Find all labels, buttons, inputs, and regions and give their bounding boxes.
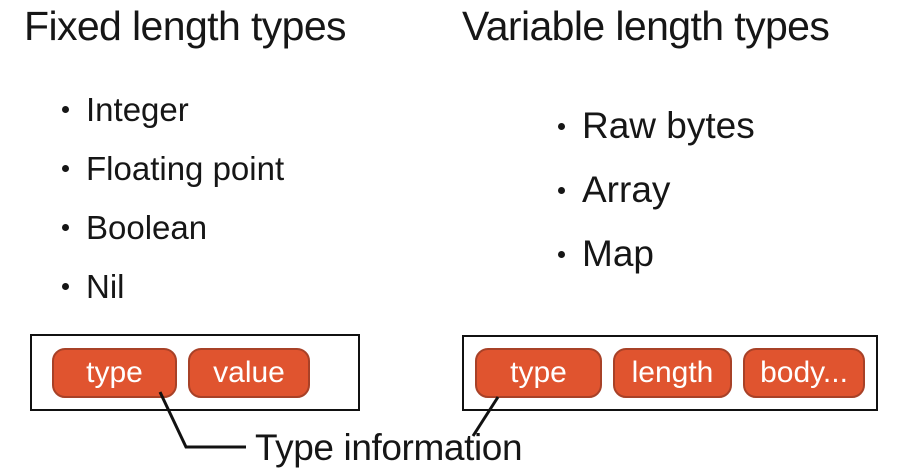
variable-length-heading: Variable length types [462,3,830,49]
bullet-dot [62,224,69,231]
list-item-label: Integer [86,90,189,128]
list-item-label: Array [582,169,671,210]
field-value: value [188,347,310,398]
list-item: Boolean [62,198,284,257]
list-item-label: Raw bytes [582,105,755,146]
fixed-length-list: Integer Floating point Boolean Nil [62,80,284,316]
fixed-struct-box: type value [30,334,360,411]
list-item-label: Boolean [86,208,208,246]
list-item: Integer [62,80,284,139]
bullet-dot [558,250,565,258]
field-type: type [475,348,602,398]
list-item: Map [558,222,755,286]
list-item-label: Map [582,233,654,274]
bullet-dot [62,283,69,290]
field-length: length [613,348,732,398]
fixed-length-heading: Fixed length types [24,3,347,49]
list-item: Array [558,158,755,222]
bullet-dot [558,122,565,130]
bullet-dot [62,165,69,172]
variable-struct-box: type length body... [462,335,878,411]
list-item-label: Floating point [86,149,285,187]
field-type: type [52,347,177,398]
list-item: Nil [62,257,284,316]
list-item: Floating point [62,139,284,198]
bullet-dot [558,186,565,194]
variable-length-list: Raw bytes Array Map [558,94,755,286]
field-body: body... [743,348,865,398]
list-item-label: Nil [86,267,125,305]
bullet-dot [62,106,69,113]
list-item: Raw bytes [558,94,755,158]
type-information-label: Type information [255,427,523,468]
